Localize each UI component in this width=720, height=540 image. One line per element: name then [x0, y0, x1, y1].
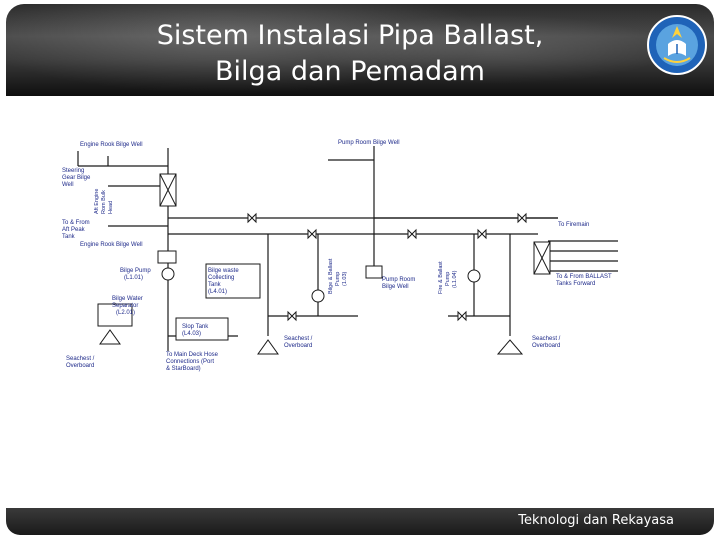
- header-band: [6, 4, 714, 96]
- strainer-blocks: [159, 173, 551, 275]
- label-aft-engine-3: Head: [108, 201, 114, 214]
- label-ballast-tanks-2: Tanks Forward: [556, 281, 595, 287]
- label-ballast-tanks-1: To & From BALLAST: [556, 274, 612, 280]
- label-steering-gear-2: Gear Bilge: [62, 175, 91, 181]
- valves: [247, 212, 527, 322]
- label-bilge-waste-tank-1: Bilge waste: [208, 268, 239, 274]
- label-bilge-waste-tank-3: Tank: [208, 282, 222, 288]
- label-pump-room-bilge-well-2: Bilge Well: [382, 284, 409, 290]
- label-aft-engine-1: Aft Engine: [94, 189, 100, 214]
- tut-wuri-handayani-logo: [647, 15, 707, 75]
- label-separator-3: (L2.01): [116, 310, 135, 316]
- label-seachest-left-1: Seachest /: [66, 356, 95, 362]
- label-seachest-left-2: Overboard: [66, 363, 94, 369]
- label-bilge-waste-tank-4: (L4.01): [208, 289, 227, 295]
- label-bilge-pump-tag: (L1.01): [124, 275, 143, 281]
- label-to-firemain: To Firemain: [558, 222, 589, 228]
- header-highlight-right: [314, 14, 674, 84]
- slide-title: Sistem Instalasi Pipa Ballast, Bilga dan…: [156, 20, 544, 87]
- label-aft-peak-2: Aft Peak: [62, 227, 86, 233]
- label-aft-engine-2: Rom Bulk: [101, 190, 107, 214]
- label-main-deck-hose-2: Connections (Port: [166, 359, 214, 365]
- label-bilge-waste-tank-2: Collecting: [208, 275, 234, 281]
- label-fire-ballast-pump-3: (L1.04): [452, 270, 458, 288]
- label-main-deck-hose-1: To Main Deck Hose: [166, 352, 219, 358]
- label-engine-room-bilge-well-top: Engine Rook Bilge Well: [80, 142, 143, 148]
- label-aft-peak-1: To & From: [62, 220, 90, 226]
- label-bilge-pump: Bilge Pump: [120, 268, 151, 274]
- footer-band: Teknologi dan Rekayasa: [6, 508, 714, 535]
- label-fire-ballast-pump-1: Fire & Ballast: [438, 261, 444, 294]
- label-pump-room-bilge-well-1: Pump Room: [382, 277, 415, 283]
- label-engine-room-bilge-well-bottom: Engine Rook Bilge Well: [80, 242, 143, 248]
- pumps: [161, 267, 481, 303]
- piping-schematic: Engine Rook Bilge Well Steering Gear Bil…: [62, 140, 618, 372]
- label-seachest-right-2: Overboard: [532, 343, 560, 349]
- label-fire-ballast-pump-2: Pump: [445, 272, 451, 286]
- label-separator-1: Bilge Water: [112, 296, 143, 302]
- label-seachest-mid-1: Seachest /: [284, 336, 313, 342]
- footer-text: Teknologi dan Rekayasa: [518, 513, 674, 528]
- label-bilge-ballast-pump-2: Pump: [335, 272, 341, 286]
- tanks: [97, 250, 383, 341]
- seachests: [99, 329, 524, 355]
- label-slop-tank-1: Slop Tank: [182, 324, 209, 330]
- label-aft-peak-3: Tank: [62, 234, 76, 240]
- label-separator-2: Separator: [112, 303, 138, 309]
- label-seachest-mid-2: Overboard: [284, 343, 312, 349]
- label-slop-tank-2: (L4.03): [182, 331, 201, 337]
- label-pump-room-bilge-well-top: Pump Room Bilge Well: [338, 140, 400, 146]
- label-steering-gear-3: Well: [62, 182, 74, 188]
- label-seachest-right-1: Seachest /: [532, 336, 561, 342]
- label-main-deck-hose-3: & StarBoard): [166, 366, 201, 372]
- pipe-lines: [77, 146, 618, 351]
- label-bilge-ballast-pump-1: Bilge & Ballast: [328, 258, 334, 294]
- label-bilge-ballast-pump-3: (1.03): [342, 271, 348, 286]
- label-steering-gear-1: Steering: [62, 168, 84, 174]
